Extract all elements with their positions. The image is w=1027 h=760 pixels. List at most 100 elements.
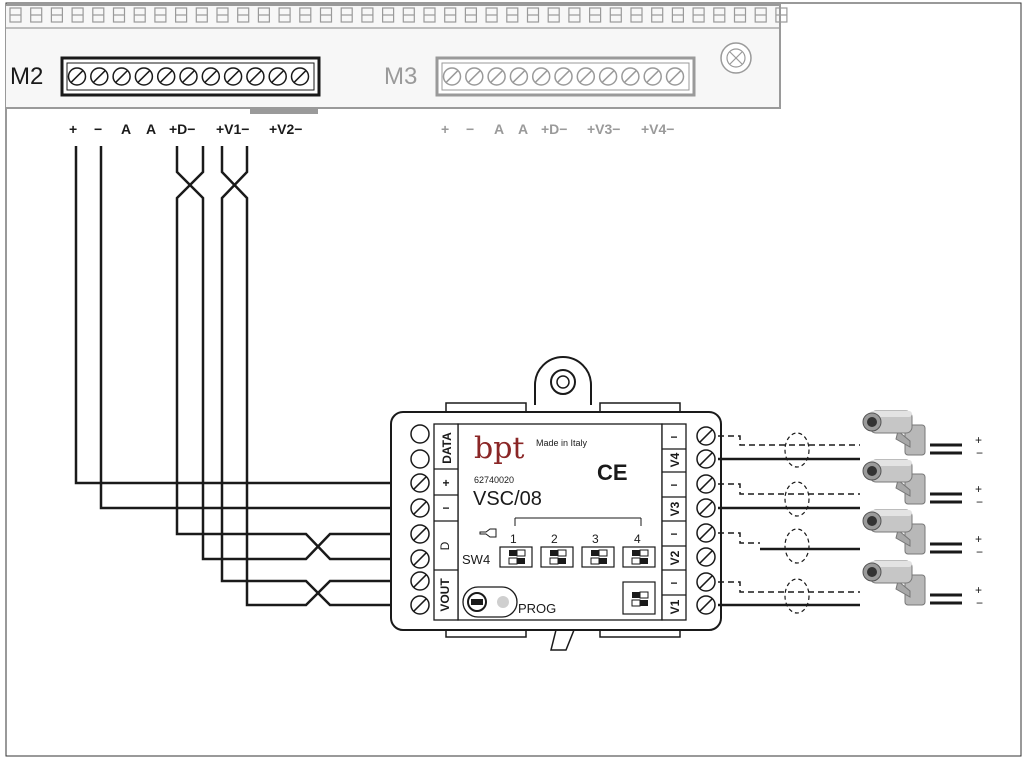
wires-m2-to-module [74, 146, 398, 607]
m3-screw-4 [509, 67, 529, 86]
wire-minus [99, 146, 398, 510]
m2-label: M2 [10, 63, 43, 90]
label-v4: V4 [668, 452, 682, 467]
right-terminal-3 [696, 474, 716, 494]
label-minus: − [442, 501, 449, 515]
left-terminal-4 [410, 549, 430, 569]
m2-term-v2: +V2− [269, 121, 302, 137]
m2-term-d: +D− [169, 121, 195, 137]
m2-terminal-labels: + − A A +D− +V1− +V2− [69, 121, 302, 137]
prog-led [497, 596, 509, 608]
m2-term-v1: +V1− [216, 121, 249, 137]
dip-switch-2[interactable] [540, 546, 574, 568]
model-name: VSC/08 [473, 488, 542, 510]
m2-screw-4 [134, 67, 154, 86]
product-code: 62740020 [474, 475, 514, 485]
m3-screws [442, 67, 685, 86]
cameras: +−+−+−+− [862, 410, 983, 610]
m3-screw-11 [665, 67, 685, 86]
sw-number-3: 3 [592, 532, 599, 546]
cctv-camera-icon-4: +− [862, 560, 983, 610]
label-plus: + [442, 476, 449, 490]
wire-d-plus [175, 146, 398, 561]
left-terminal-6 [410, 595, 430, 615]
made-in-italy: Made in Italy [536, 438, 588, 448]
switch-bracket [514, 517, 642, 526]
camera-minus-label: − [976, 495, 983, 509]
camera-minus-label: − [976, 446, 983, 460]
right-terminal-1 [696, 426, 716, 446]
sw-number-2: 2 [551, 532, 558, 546]
m3-screw-6 [554, 67, 573, 86]
m3-screw-5 [531, 67, 551, 86]
m3-label: M3 [384, 63, 417, 90]
right-terminal-8 [696, 595, 716, 615]
m3-term-plus: + [441, 121, 449, 137]
camera-wiring [718, 432, 860, 614]
module-left-screws [410, 473, 430, 615]
right-terminal-6 [696, 547, 716, 567]
right-terminal-2 [696, 449, 716, 469]
shield-ring-3 [784, 528, 810, 564]
label-right-minus-2: − [670, 478, 677, 492]
brand-logo: bpt [474, 431, 524, 466]
module-right-screws [696, 426, 716, 615]
left-terminal-1 [410, 473, 430, 493]
cctv-camera-icon-3: +− [862, 509, 983, 559]
label-d: D [438, 541, 452, 550]
wire-v1-plus [220, 146, 398, 607]
m2-screw-3 [112, 67, 131, 86]
shield-ring-2 [784, 481, 810, 517]
right-terminal-5 [696, 523, 716, 543]
m2-screw-8 [223, 67, 243, 86]
camera-plus-label: + [975, 583, 982, 597]
cctv-camera-icon-2: +− [862, 459, 983, 509]
m3-terminal-labels: + − A A +D− +V3− +V4− [441, 121, 674, 137]
m2-term-minus: − [94, 121, 102, 137]
m2-screw-10 [268, 67, 287, 86]
m2-screws [67, 67, 310, 86]
label-data: DATA [440, 432, 454, 464]
m2-screw-7 [201, 67, 221, 86]
camera-minus-label: − [976, 545, 983, 559]
terminal-block-m3: M3 [384, 56, 696, 97]
m3-term-v4: +V4− [641, 121, 674, 137]
shield-ring-1 [784, 432, 810, 468]
m2-screw-9 [246, 67, 265, 86]
m3-term-v3: +V3− [587, 121, 620, 137]
label-v2: V2 [668, 550, 682, 565]
led-indicator-1 [410, 424, 430, 444]
right-terminal-7 [696, 572, 716, 592]
dip-switch-4[interactable] [622, 546, 656, 568]
camera-plus-label: + [975, 433, 982, 447]
wire-v1-minus [220, 146, 398, 607]
camera-plus-label: + [975, 482, 982, 496]
led-indicator-2 [410, 449, 430, 469]
sw-number-1: 1 [510, 532, 517, 546]
dip-switches [499, 546, 656, 568]
sw-number-4: 4 [634, 532, 641, 546]
shield-ring-4 [784, 578, 810, 614]
wire-d-minus [175, 146, 398, 561]
m2-screw-5 [156, 67, 176, 86]
camera-plus-label: + [975, 532, 982, 546]
m2-screw-6 [179, 67, 198, 86]
label-right-minus-3: − [670, 527, 677, 541]
diagram-frame [5, 2, 1022, 757]
left-terminal-5 [410, 571, 430, 591]
label-v3: V3 [668, 501, 682, 516]
m3-screw-7 [576, 67, 596, 86]
m3-screw-10 [643, 67, 662, 86]
m2-screw-11 [290, 67, 310, 86]
m3-screw-3 [487, 67, 506, 86]
dip-switch-3[interactable] [581, 546, 615, 568]
right-terminal-4 [696, 498, 716, 518]
dip-switch-1[interactable] [499, 546, 533, 568]
m3-term-minus: − [466, 121, 474, 137]
camera-icon [479, 528, 497, 538]
m3-screw-1 [442, 67, 462, 86]
panel-ribs [9, 7, 788, 23]
m2-screw-1 [67, 67, 87, 86]
m2-term-a2: A [146, 121, 156, 137]
